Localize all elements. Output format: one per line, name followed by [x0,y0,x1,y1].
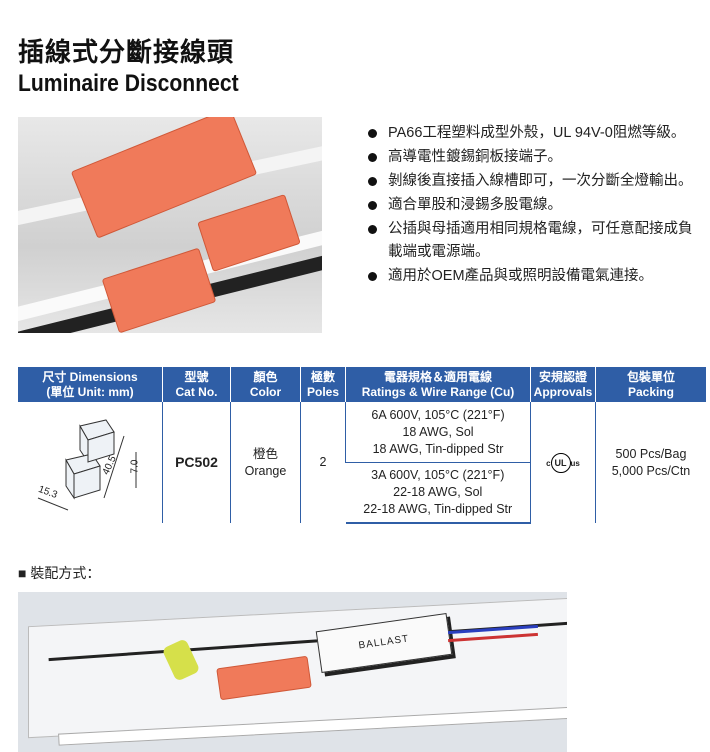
feature-item: PA66工程塑料成型外殼，UL 94V-0阻燃等級。 [368,122,698,145]
feature-item: 適合單股和浸錫多股電線。 [368,194,698,217]
page-title: 插線式分斷接線頭 [18,37,235,67]
feature-list: PA66工程塑料成型外殼，UL 94V-0阻燃等級。 高導電性鍍錫銅板接端子。 … [368,122,698,289]
product-photo [18,117,322,333]
section-heading: ■ 裝配方式： [18,565,101,581]
connector-drawing-icon [37,419,137,511]
dim-height: 7.0 [129,459,141,474]
cat-no: PC502 [162,402,231,523]
poles: 2 [300,402,346,523]
page-subtitle: Luminaire Disconnect [18,70,239,97]
installation-photo: BALLAST [18,592,567,752]
connector-image [101,247,217,333]
dimension-drawing: 15.3 40.5 7.0 [18,402,163,523]
feature-item: 剝線後直接插入線槽即可，一次分斷全燈輸出。 [368,170,698,193]
feature-item: 適用於OEM產品與或照明設備電氣連接。 [368,265,698,288]
connector-image [197,194,301,272]
header-dimensions: 尺寸 Dimensions(單位 Unit: mm) [18,367,163,402]
feature-item: 高導電性鍍錫銅板接端子。 [368,146,698,169]
feature-item: 公插與母插適用相同規格電線，可任意配接成負載端或電源端。 [368,218,698,264]
